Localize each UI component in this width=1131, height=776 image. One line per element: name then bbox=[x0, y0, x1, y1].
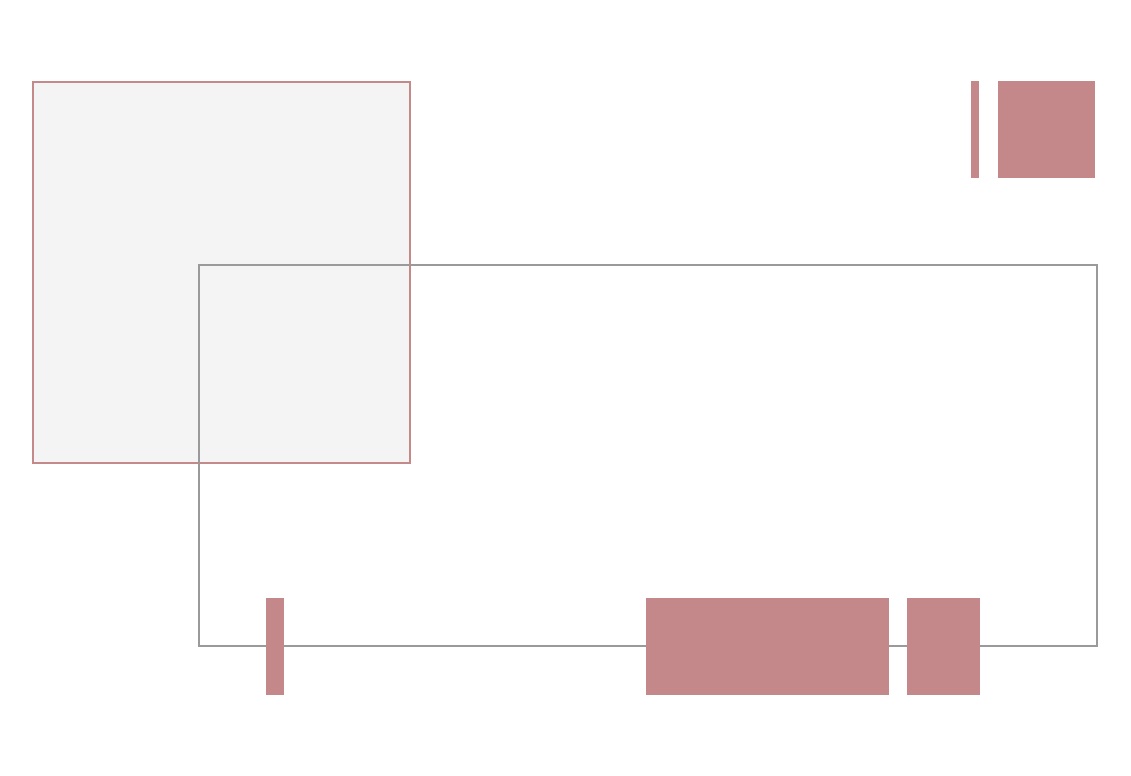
thin-bar-top bbox=[971, 81, 979, 178]
outline-rectangle bbox=[198, 264, 1098, 647]
square-block-top-right bbox=[998, 81, 1095, 178]
small-block-bottom bbox=[907, 598, 980, 695]
wide-block-bottom bbox=[646, 598, 889, 695]
panel-square bbox=[32, 81, 411, 464]
thin-bar-bottom bbox=[266, 598, 284, 695]
